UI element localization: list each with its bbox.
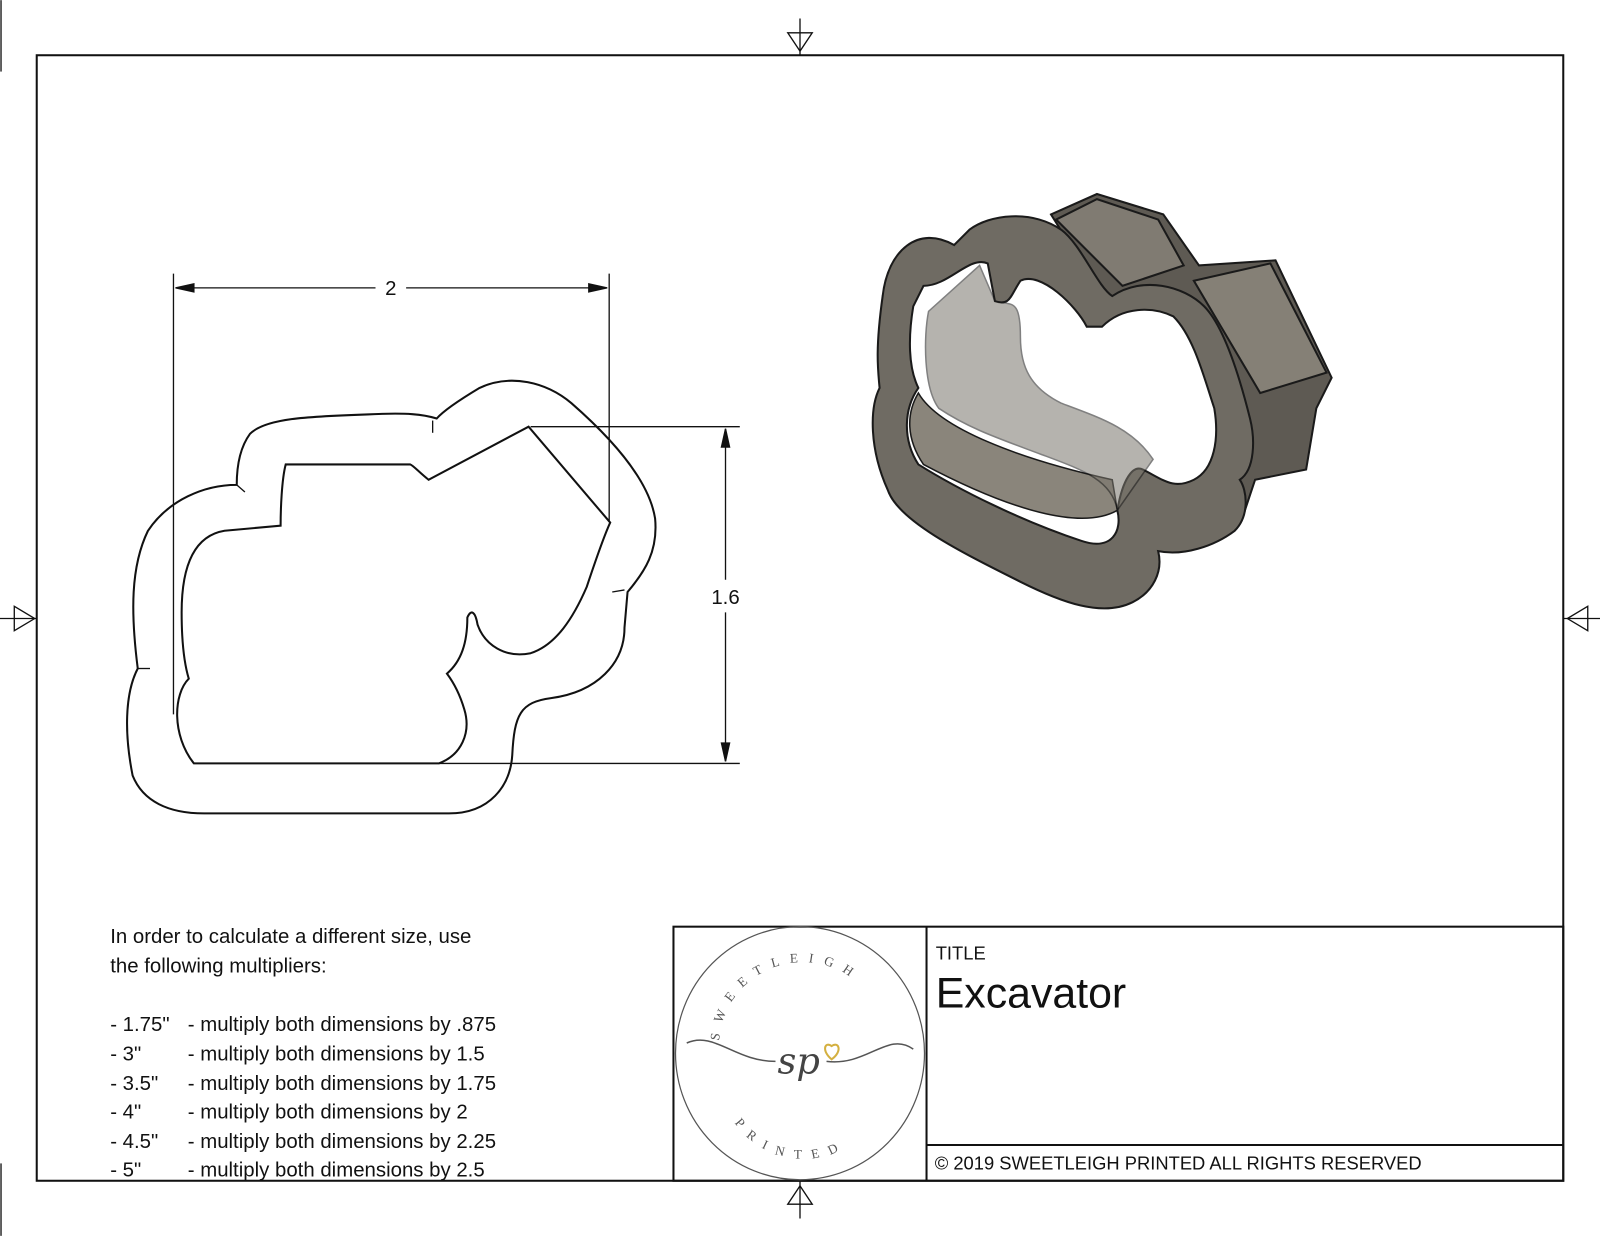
copyright-text: © 2019 SWEETLEIGH PRINTED ALL RIGHTS RES… bbox=[935, 1153, 1422, 1174]
drawing-title: Excavator bbox=[936, 969, 1127, 1017]
multiplier-size: - 5" bbox=[110, 1160, 141, 1182]
multiplier-text: - multiply both dimensions by 2 bbox=[188, 1102, 468, 1124]
sweetleigh-printed-logo: SWEETLEIGH PRINTED sp bbox=[674, 926, 926, 1181]
multiplier-text: - multiply both dimensions by 1.75 bbox=[188, 1073, 496, 1095]
multiplier-size: - 3.5" bbox=[110, 1073, 158, 1095]
multiplier-size: - 3" bbox=[110, 1043, 141, 1065]
logo-monogram: sp bbox=[778, 1040, 820, 1083]
size-notes: In order to calculate a different size, … bbox=[110, 926, 496, 1182]
width-dimension-label: 2 bbox=[385, 278, 396, 300]
notes-intro-line1: In order to calculate a different size, … bbox=[110, 926, 471, 948]
svg-text:SWEETLEIGH: SWEETLEIGH bbox=[707, 950, 865, 1042]
multiplier-text: - multiply both dimensions by 1.5 bbox=[188, 1043, 485, 1065]
center-markers bbox=[0, 18, 1600, 1219]
heart-icon bbox=[824, 1043, 840, 1061]
multiplier-size: - 4.5" bbox=[110, 1131, 158, 1153]
multiplier-text: - multiply both dimensions by 2.25 bbox=[188, 1131, 496, 1153]
svg-text:PRINTED: PRINTED bbox=[732, 1115, 849, 1162]
sheet-border bbox=[35, 54, 1565, 1182]
multiplier-text: - multiply both dimensions by 2.5 bbox=[188, 1160, 485, 1182]
multiplier-size: - 1.75" bbox=[110, 1014, 169, 1036]
multiplier-text: - multiply both dimensions by .875 bbox=[188, 1014, 496, 1036]
height-dimension-label: 1.6 bbox=[711, 587, 739, 609]
height-dimension bbox=[438, 426, 740, 765]
multiplier-size: - 4" bbox=[110, 1102, 141, 1124]
cutter-inner-outline bbox=[176, 425, 612, 765]
cutter-3d-model bbox=[871, 192, 1333, 610]
notes-intro-line2: the following multipliers: bbox=[110, 956, 326, 978]
title-label: TITLE bbox=[936, 942, 986, 963]
width-dimension bbox=[172, 273, 610, 715]
title-block: TITLE Excavator © 2019 SWEETLEIGH PRINTE… bbox=[672, 925, 1565, 1182]
cutter-outer-outline bbox=[126, 379, 657, 815]
outline-ticks bbox=[137, 420, 625, 670]
